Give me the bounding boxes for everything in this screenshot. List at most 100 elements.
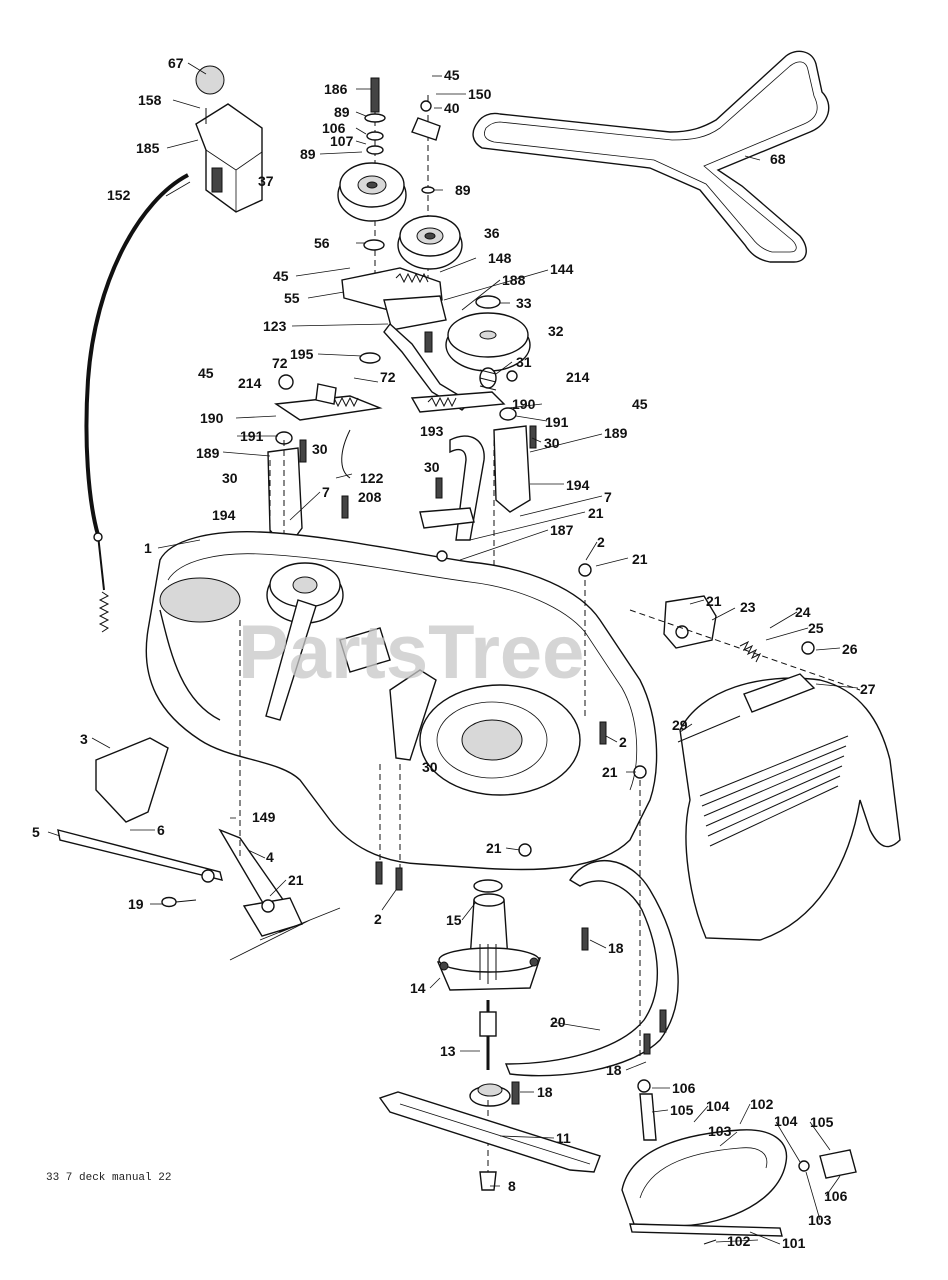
part-label-6: 6 xyxy=(157,822,165,838)
part-label-37: 37 xyxy=(258,173,274,189)
part-label-152: 152 xyxy=(107,187,131,203)
part-label-30: 30 xyxy=(222,470,238,486)
part-label-105: 105 xyxy=(810,1114,834,1130)
part-label-103: 103 xyxy=(708,1123,732,1139)
part-label-105: 105 xyxy=(670,1102,694,1118)
part-label-89: 89 xyxy=(300,146,316,162)
discharge-chute xyxy=(663,595,901,941)
part-label-189: 189 xyxy=(604,425,628,441)
part-label-2: 2 xyxy=(597,534,605,550)
part-number-labels: 67 158 185 152 186 89 106 107 89 37 45 1… xyxy=(32,55,876,1251)
part-label-107: 107 xyxy=(330,133,354,149)
spindle-assembly xyxy=(436,879,541,1180)
part-label-68: 68 xyxy=(770,151,786,167)
part-label-13: 13 xyxy=(440,1043,456,1059)
part-label-36: 36 xyxy=(484,225,500,241)
part-label-15: 15 xyxy=(446,912,462,928)
part-label-189: 189 xyxy=(196,445,220,461)
mower-blade xyxy=(378,1091,601,1191)
part-label-24: 24 xyxy=(795,604,811,620)
part-label-29: 29 xyxy=(672,717,688,733)
part-label-30: 30 xyxy=(312,441,328,457)
part-label-194: 194 xyxy=(566,477,590,493)
part-label-18: 18 xyxy=(606,1062,622,1078)
part-label-89: 89 xyxy=(455,182,471,198)
part-label-188: 188 xyxy=(502,272,526,288)
part-label-158: 158 xyxy=(138,92,162,108)
part-label-191: 191 xyxy=(240,428,264,444)
part-label-185: 185 xyxy=(136,140,160,156)
part-label-102: 102 xyxy=(750,1096,774,1112)
part-label-18: 18 xyxy=(537,1084,553,1100)
part-label-30: 30 xyxy=(424,459,440,475)
part-label-1: 1 xyxy=(144,540,152,556)
part-label-106: 106 xyxy=(672,1080,696,1096)
part-label-104: 104 xyxy=(774,1113,798,1129)
part-label-2: 2 xyxy=(374,911,382,927)
part-label-103: 103 xyxy=(808,1212,832,1228)
idler-arm-bracket xyxy=(341,267,472,411)
part-label-148: 148 xyxy=(488,250,512,266)
part-label-14: 14 xyxy=(410,980,426,996)
part-label-21: 21 xyxy=(602,764,618,780)
part-label-27: 27 xyxy=(860,681,876,697)
drawing-caption: 33 7 deck manual 22 xyxy=(46,1172,171,1184)
part-label-8: 8 xyxy=(508,1178,516,1194)
part-label-194: 194 xyxy=(212,507,236,523)
part-label-191: 191 xyxy=(545,414,569,430)
part-label-45: 45 xyxy=(444,67,460,83)
part-label-190: 190 xyxy=(512,396,536,412)
part-label-25: 25 xyxy=(808,620,824,636)
part-label-23: 23 xyxy=(740,599,756,615)
part-label-45: 45 xyxy=(632,396,648,412)
watermark: PartsTree xyxy=(238,610,584,695)
belt-shield xyxy=(504,859,679,1077)
part-label-3: 3 xyxy=(80,731,88,747)
part-label-7: 7 xyxy=(604,489,612,505)
part-label-122: 122 xyxy=(360,470,384,486)
part-label-101: 101 xyxy=(782,1235,806,1251)
part-label-214: 214 xyxy=(566,369,590,385)
part-label-40: 40 xyxy=(444,100,460,116)
part-label-149: 149 xyxy=(252,809,276,825)
part-label-30: 30 xyxy=(422,759,438,775)
mower-deck-housing xyxy=(145,531,658,871)
part-label-20: 20 xyxy=(550,1014,566,1030)
part-label-104: 104 xyxy=(706,1098,730,1114)
part-label-4: 4 xyxy=(266,849,274,865)
part-label-123: 123 xyxy=(263,318,287,334)
part-label-106: 106 xyxy=(824,1188,848,1204)
part-label-186: 186 xyxy=(324,81,348,97)
part-label-72: 72 xyxy=(272,355,288,371)
part-label-72: 72 xyxy=(380,369,396,385)
part-label-30: 30 xyxy=(544,435,560,451)
part-label-2: 2 xyxy=(619,734,627,750)
part-label-193: 193 xyxy=(420,423,444,439)
part-label-31: 31 xyxy=(516,354,532,370)
part-label-26: 26 xyxy=(842,641,858,657)
part-label-190: 190 xyxy=(200,410,224,426)
part-label-33: 33 xyxy=(516,295,532,311)
mulch-door xyxy=(621,1079,857,1245)
part-label-7: 7 xyxy=(322,484,330,500)
part-label-144: 144 xyxy=(550,261,574,277)
part-label-5: 5 xyxy=(32,824,40,840)
part-label-67: 67 xyxy=(168,55,184,71)
label-leader-lines xyxy=(47,62,859,1245)
part-label-21: 21 xyxy=(632,551,648,567)
part-label-214: 214 xyxy=(238,375,262,391)
drive-pulley xyxy=(445,295,531,391)
part-label-21: 21 xyxy=(288,872,304,888)
drive-belt-illustration xyxy=(472,50,830,263)
part-label-32: 32 xyxy=(548,323,564,339)
control-cable-illustration xyxy=(84,65,263,633)
part-label-45: 45 xyxy=(273,268,289,284)
part-label-18: 18 xyxy=(608,940,624,956)
part-label-106: 106 xyxy=(322,120,346,136)
idler-pulley-stack xyxy=(337,77,463,300)
part-label-55: 55 xyxy=(284,290,300,306)
part-label-45: 45 xyxy=(198,365,214,381)
part-label-56: 56 xyxy=(314,235,330,251)
part-label-102: 102 xyxy=(727,1233,751,1249)
